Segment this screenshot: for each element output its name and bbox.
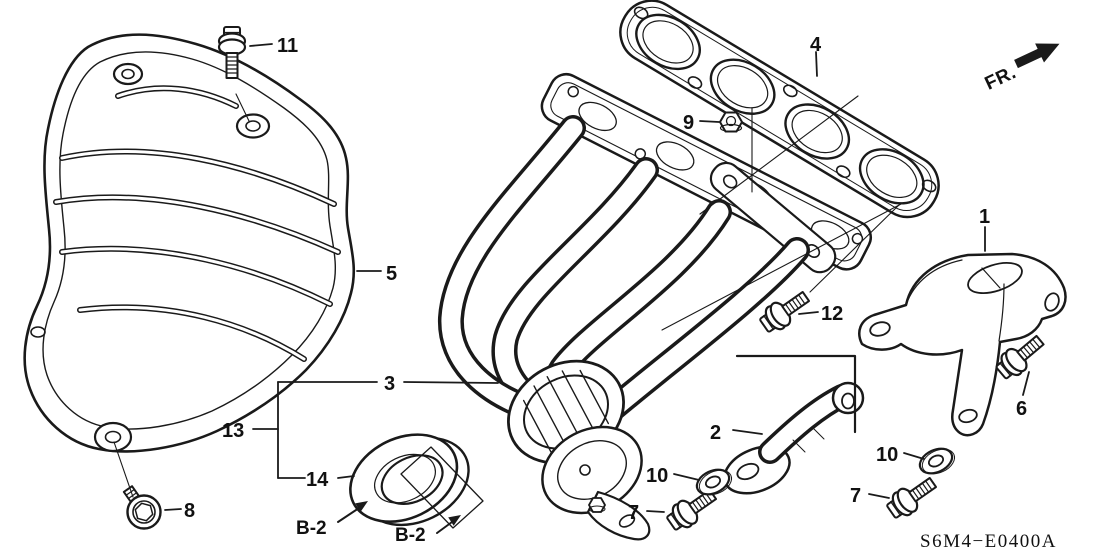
stay-part [723, 381, 865, 495]
callout-9: 9 [683, 112, 694, 134]
b2-ref-left: B-2 [296, 501, 368, 539]
collector-flange [541, 425, 651, 541]
bolt-7-right [882, 470, 942, 524]
callout-10-left: 10 [646, 465, 668, 487]
fr-direction-indicator: FR. [982, 43, 1060, 95]
callout-5: 5 [386, 263, 397, 285]
fr-label: FR. [982, 62, 1020, 95]
fr-arrow-icon [1014, 43, 1060, 69]
callout-13: 13 [222, 420, 244, 442]
heat-shield-part [23, 33, 356, 453]
callout-7-left: 7 [628, 502, 639, 524]
callout-14: 14 [306, 469, 329, 491]
install-guide-outline [400, 446, 484, 529]
manifold-gasket-part [619, 0, 940, 219]
washer-10-right [914, 441, 960, 481]
exhaust-manifold-part [437, 72, 873, 432]
corner-frame [735, 354, 857, 434]
callout-10-right: 10 [876, 444, 898, 466]
nut-9 [719, 111, 743, 133]
callout-11: 11 [277, 35, 298, 57]
callout-3: 3 [384, 373, 395, 395]
callout-8: 8 [184, 500, 195, 522]
leader-lines [113, 43, 1030, 513]
callout-1: 1 [979, 206, 990, 228]
callout-2: 2 [710, 422, 721, 444]
b2-label-right: B-2 [395, 525, 426, 546]
callout-4: 4 [810, 34, 822, 56]
b2-ref-right: B-2 [395, 515, 461, 546]
bolt-8 [122, 485, 162, 530]
callout-labels: 11 4 9 1 5 3 13 14 12 2 10 7 10 7 6 8 [184, 34, 1027, 524]
callout-6: 6 [1016, 398, 1027, 420]
callout-12: 12 [821, 303, 843, 325]
ring-gasket-part [349, 433, 470, 527]
bracket-part [858, 252, 1067, 437]
callout-7-right: 7 [850, 485, 861, 507]
diagram-code: S6M4−E0400A [920, 531, 1057, 552]
b2-label-left: B-2 [296, 518, 327, 539]
